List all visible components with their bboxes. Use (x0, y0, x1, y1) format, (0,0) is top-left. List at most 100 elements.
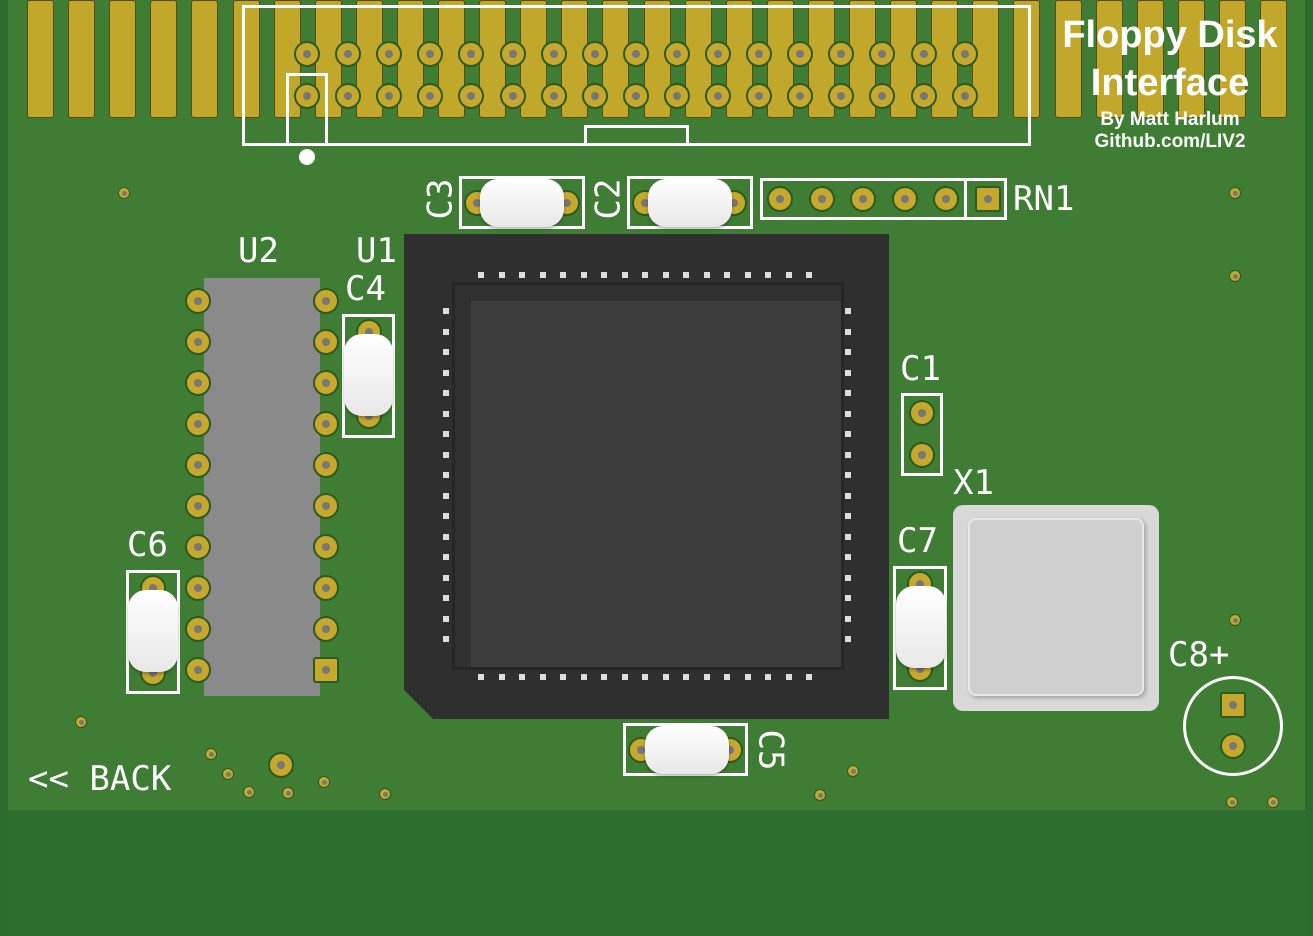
via (814, 789, 826, 801)
u1-pin (724, 674, 730, 680)
via (243, 786, 255, 798)
pin1-dot (299, 149, 315, 165)
u1-pin (642, 674, 648, 680)
header-pin (499, 41, 526, 67)
edge-finger (191, 0, 219, 118)
header-pin (951, 83, 978, 109)
edge-finger (27, 0, 54, 118)
c1-pad (909, 400, 935, 426)
header-pin (705, 41, 731, 67)
header-pin (458, 41, 485, 67)
u1-pin (845, 328, 851, 335)
u2-pin (313, 288, 339, 314)
header-pin (581, 41, 608, 67)
header-pin (376, 83, 403, 109)
via (847, 765, 859, 777)
header-pin (910, 83, 937, 109)
u1-pin (785, 674, 792, 680)
u1-pin (724, 272, 730, 278)
u1-pin (744, 674, 751, 680)
u1-pin (765, 272, 771, 278)
header-pin (705, 83, 731, 109)
rn1-pin (767, 186, 793, 212)
u1-pin (785, 272, 792, 278)
pin1-marker (286, 73, 328, 146)
u2-pin (185, 657, 211, 683)
u1-pin (744, 272, 751, 278)
u1-pin (845, 390, 851, 396)
via (282, 787, 294, 799)
edge-finger (1177, 0, 1205, 118)
c2-outline (627, 176, 753, 229)
rn1-pin (974, 186, 1001, 212)
c8-pad (1220, 692, 1246, 718)
u1-pin (662, 674, 669, 680)
u1-pin (845, 369, 851, 376)
u2-pin (185, 575, 211, 601)
c5-capacitor (645, 726, 729, 774)
u1-pin (443, 451, 449, 458)
header-pin (540, 41, 567, 67)
u2-pin (185, 493, 211, 519)
c6-label: C6 (127, 525, 168, 565)
u2-pin (313, 575, 339, 601)
floppy-header-outline (242, 5, 1031, 146)
rn1-pin (933, 186, 959, 212)
u1-pin (621, 272, 628, 278)
header-pin (376, 41, 403, 67)
u2-pin (185, 534, 211, 560)
u1-pin (703, 674, 710, 680)
c3-label: C3 (420, 178, 461, 220)
u1-pin (498, 674, 505, 680)
u1-pin (539, 674, 546, 680)
u1-pin (845, 431, 851, 437)
u2-pin (185, 370, 211, 396)
c5-label: C5 (750, 729, 791, 771)
board-author: By Matt Harlum (1100, 109, 1240, 130)
header-pin (787, 83, 814, 109)
c3-capacitor (480, 179, 564, 227)
header-pin (828, 41, 855, 67)
header-pin (540, 83, 567, 109)
u1-pin (443, 328, 449, 335)
via (1229, 270, 1241, 282)
u1-pin (478, 272, 484, 278)
u1-pin (845, 513, 851, 519)
c1-pad (909, 442, 935, 468)
u2-pin (185, 288, 211, 314)
u1-pin (845, 574, 851, 581)
edge-finger (109, 0, 137, 118)
via (1267, 796, 1279, 808)
via (222, 768, 234, 780)
u1-pin (662, 272, 669, 278)
c5-outline (623, 723, 748, 776)
u2-pin (313, 493, 339, 519)
u1-pin (443, 349, 449, 355)
via (75, 716, 87, 728)
edge-finger (1095, 0, 1123, 118)
header-pin (417, 83, 444, 109)
rn1-pin1-marker (964, 178, 1007, 220)
u1-pin (443, 574, 449, 581)
edge-finger (1013, 0, 1041, 118)
header-pin (951, 41, 978, 67)
u1-pin (443, 615, 449, 622)
header-pin (335, 83, 362, 109)
header-pin (869, 41, 896, 67)
c4-outline (342, 314, 395, 438)
u1-pin (601, 272, 607, 278)
board-title-line2: Interface (1090, 62, 1250, 104)
u2-pin (313, 657, 339, 683)
mounting-pad (268, 752, 294, 778)
c8-outline (1183, 676, 1283, 776)
u1-pin (443, 636, 449, 642)
u1-pin (443, 390, 449, 396)
header-pin (294, 83, 320, 109)
header-pin (622, 41, 649, 67)
header-pin (910, 41, 937, 67)
u1-pin (560, 674, 566, 680)
u2-label: U2 (238, 231, 279, 271)
x1-top (968, 518, 1144, 696)
header-pin (787, 41, 814, 67)
edge-connector-area (8, 810, 1305, 936)
